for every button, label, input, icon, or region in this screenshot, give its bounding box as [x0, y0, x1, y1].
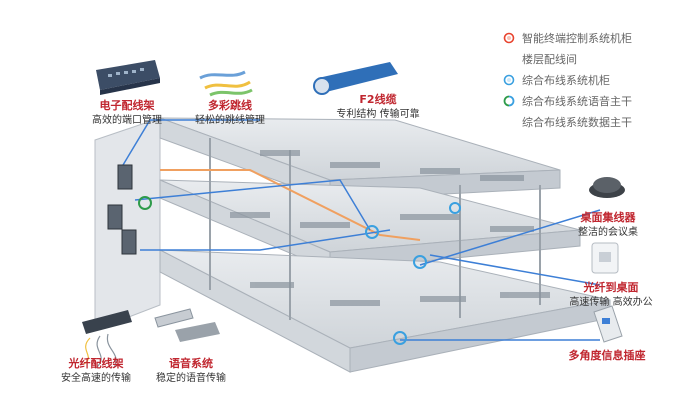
legend-item: 智能终端控制系统机柜 [503, 27, 693, 48]
building-left-wall [94, 117, 161, 331]
fiber-panel-image [82, 310, 132, 369]
blue-ring-icon [503, 74, 515, 85]
callout-desk-hub: 桌面集线器 整洁的会议桌 [578, 211, 638, 238]
legend-item: 楼层配线间 [503, 48, 693, 69]
callout-patch-panel: 电子配线架 高效的端口管理 [92, 99, 162, 126]
patch-panel-image [96, 60, 160, 95]
multi-angle-socket-image [593, 305, 623, 343]
callout-color-jumper: 多彩跳线 轻松的跳线管理 [195, 99, 265, 126]
callout-fiber-panel: 光纤配线架 安全高速的传输 [61, 357, 131, 384]
f2-cable-image [313, 62, 398, 95]
legend-label: 综合布线系统机柜 [522, 73, 610, 87]
legend-label: 楼层配线间 [522, 52, 577, 66]
color-jumper-image [199, 70, 253, 97]
callout-multi-socket: 多角度信息插座 [568, 349, 646, 362]
legend-label: 智能终端控制系统机柜 [522, 31, 632, 45]
fiber-wall-plate-image [591, 242, 619, 274]
legend-item: 综合布线系统数据主干 [503, 111, 693, 132]
legend: 智能终端控制系统机柜 楼层配线间 综合布线系统机柜 综合布线系统语音主干 综合布… [503, 27, 693, 132]
voice-system-image [154, 308, 220, 342]
legend-item: 综合布线系统机柜 [503, 69, 693, 90]
callout-f2-cable: F2线缆 专利结构 传输可靠 [336, 93, 420, 120]
legend-label: 综合布线系统数据主干 [522, 115, 632, 129]
legend-item: 综合布线系统语音主干 [503, 90, 693, 111]
callout-voice-system: 语音系统 稳定的语音传输 [156, 357, 226, 384]
green-split-ring-icon [503, 95, 515, 106]
desk-hub-image [589, 177, 625, 198]
legend-label: 综合布线系统语音主干 [522, 94, 632, 108]
callout-fiber-desk: 光纤到桌面 高速传输 高效办公 [569, 281, 653, 308]
red-ring-icon [503, 32, 515, 43]
